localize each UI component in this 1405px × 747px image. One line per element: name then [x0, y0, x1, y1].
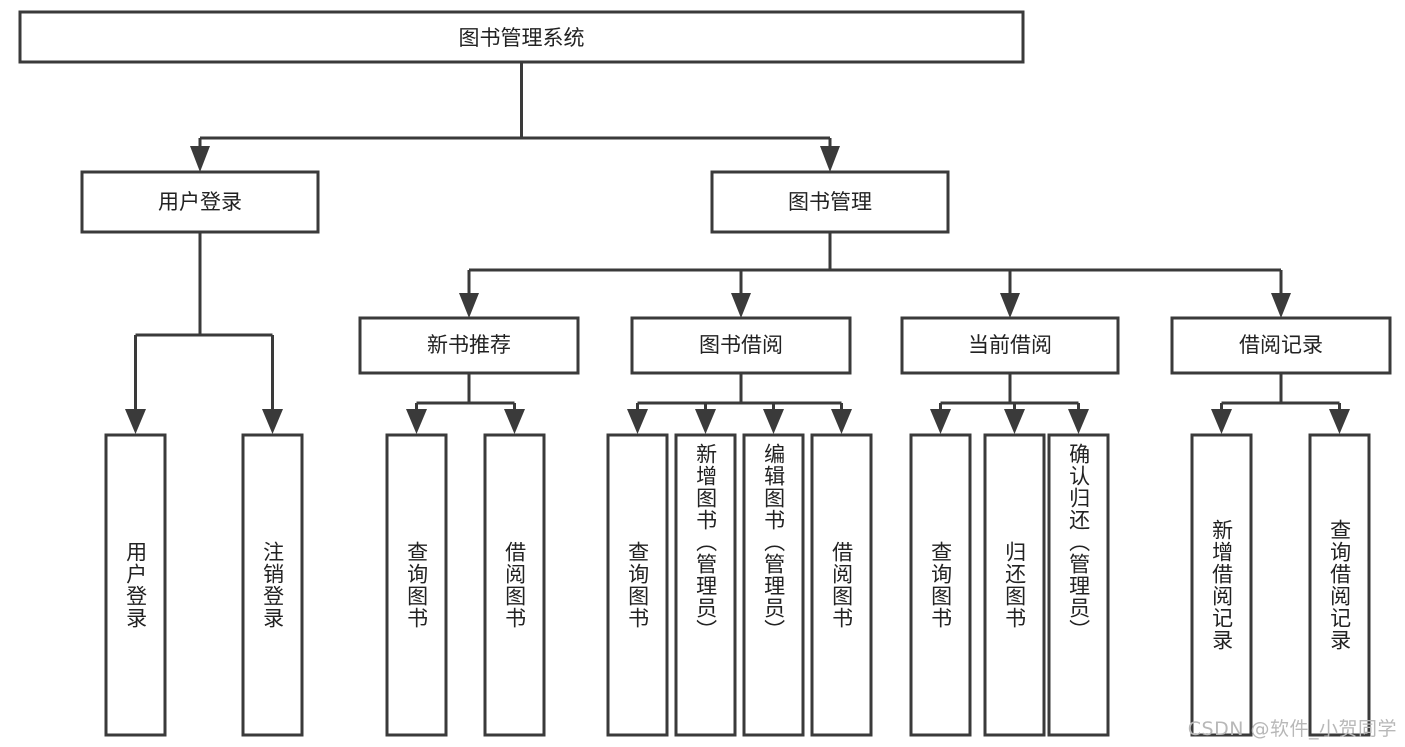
node-book-manage-box[interactable] [710, 170, 950, 234]
arrow-bm-to-current-borrow [1000, 293, 1020, 318]
node-user-login-label: 用户登录 [158, 190, 242, 214]
node-new-book-recommend-box[interactable] [358, 316, 580, 375]
arrow-user-login-leaf-1 [125, 409, 146, 434]
arrow-cb-leaf-1 [930, 409, 951, 434]
node-book-manage[interactable]: 图书管理 [710, 170, 950, 234]
node-current-borrow[interactable]: 当前借阅 [900, 316, 1120, 375]
node-book-borrow[interactable]: 图书借阅 [630, 316, 852, 375]
node-new-book-recommend[interactable]: 新书推荐 [358, 316, 580, 375]
leaf-cur-return-box[interactable] [983, 433, 1046, 737]
arrow-root-to-book-manage [820, 146, 840, 172]
connectors-book-borrow-to-leaves [627, 373, 852, 434]
arrow-bb-leaf-1 [627, 409, 648, 434]
leaf-rec-query-box[interactable] [385, 433, 448, 737]
connectors-borrow-record-to-leaves [1211, 373, 1350, 434]
node-new-book-recommend-label: 新书推荐 [427, 333, 511, 357]
arrow-bb-leaf-3 [763, 409, 784, 434]
arrow-bb-leaf-4 [831, 409, 852, 434]
node-root[interactable]: 图书管理系统 [18, 10, 1025, 64]
leaf-borrow-edit-box[interactable] [742, 433, 805, 737]
arrow-nbr-leaf-1 [406, 409, 427, 434]
arrow-user-login-leaf-2 [262, 409, 283, 434]
node-current-borrow-label: 当前借阅 [968, 333, 1052, 357]
leaf-rec-query2-box[interactable] [1308, 433, 1371, 737]
node-user-login-box[interactable] [80, 170, 320, 234]
arrow-cb-leaf-3 [1068, 409, 1089, 434]
arrow-root-to-user-login [190, 146, 210, 172]
arrow-nbr-leaf-2 [504, 409, 525, 434]
connectors-new-book-recommend-to-leaves [406, 373, 525, 434]
node-borrow-record-box[interactable] [1170, 316, 1392, 375]
node-book-borrow-box[interactable] [630, 316, 852, 375]
leaf-borrow-query-box[interactable] [606, 433, 669, 737]
watermark: CSDN @软件_小贺同学 [1187, 718, 1397, 740]
connectors-book-manage-to-level2 [459, 232, 1291, 318]
node-user-login[interactable]: 用户登录 [80, 170, 320, 234]
node-borrow-record[interactable]: 借阅记录 [1170, 316, 1392, 375]
leaf-rec-add-box[interactable] [1190, 433, 1253, 737]
leaf-cur-confirm-box[interactable] [1047, 433, 1110, 737]
arrow-bm-to-new-book-recommend [459, 293, 479, 318]
arrow-br-leaf-2 [1329, 409, 1350, 434]
connectors-current-borrow-to-leaves [930, 373, 1089, 434]
node-root-box[interactable] [18, 10, 1025, 64]
arrow-bb-leaf-2 [695, 409, 716, 434]
arrow-br-leaf-1 [1211, 409, 1232, 434]
leaf-borrow-lend-box[interactable] [810, 433, 873, 737]
leaf-boxes [104, 433, 1371, 737]
node-book-manage-label: 图书管理 [788, 190, 872, 214]
arrow-bm-to-book-borrow [731, 293, 751, 318]
node-current-borrow-box[interactable] [900, 316, 1120, 375]
connectors-root-to-level1 [190, 62, 840, 172]
leaf-user-logout-box[interactable] [241, 433, 304, 737]
leaf-user-login-box[interactable] [104, 433, 167, 737]
node-book-borrow-label: 图书借阅 [699, 333, 783, 357]
leaf-borrow-add-box[interactable] [674, 433, 737, 737]
leaf-cur-query-box[interactable] [909, 433, 972, 737]
arrow-cb-leaf-2 [1004, 409, 1025, 434]
node-root-label: 图书管理系统 [459, 26, 585, 50]
connectors-user-login-to-leaves [125, 232, 283, 434]
arrow-bm-to-borrow-record [1271, 293, 1291, 318]
leaf-rec-borrow-box[interactable] [483, 433, 546, 737]
node-borrow-record-label: 借阅记录 [1239, 333, 1323, 357]
